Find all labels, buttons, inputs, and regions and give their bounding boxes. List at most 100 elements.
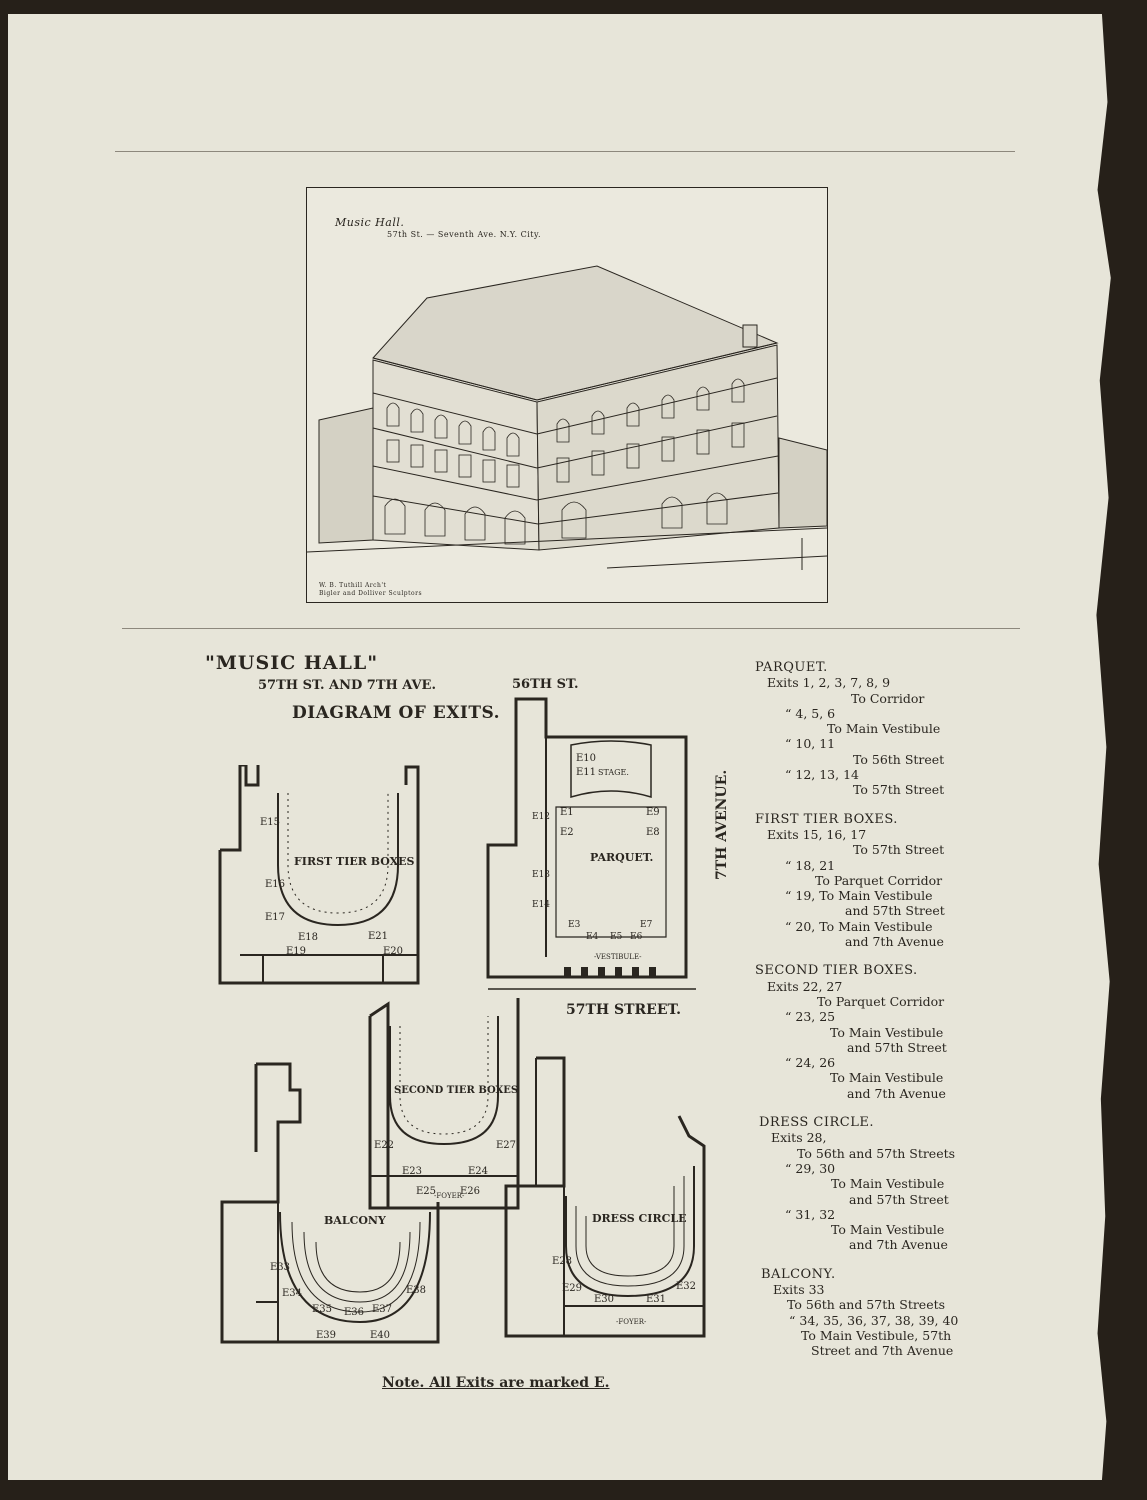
legend-line: and 57th Street (849, 1191, 949, 1207)
exit-e39: E39 (316, 1330, 336, 1341)
engraving-credit-architect: W. B. Tuthill Arch't (319, 582, 387, 589)
legend-line: To Main Vestibule (831, 1176, 945, 1192)
legend-second-tier: SECOND TIER BOXES. Exits 22, 27 To Parqu… (755, 963, 955, 1101)
exit-e10: E10 (576, 753, 596, 764)
legend-line: To Main Vestibule (831, 1222, 945, 1238)
legend-line: Street and 7th Avenue (811, 1343, 954, 1359)
legend-line: “ 18, 21 (785, 857, 836, 873)
legend-line: To Main Vestibule (827, 721, 941, 737)
legend-line: Exits 28, (771, 1130, 827, 1146)
plan-dress-circle: DRESS CIRCLE E28 E29 E30 E31 E32 -FOYER- (504, 1056, 708, 1340)
exit-e9: E9 (646, 807, 660, 818)
top-divider (115, 151, 1015, 152)
exit-e29: E29 (562, 1283, 582, 1294)
legend-line: and 57th Street (847, 1039, 947, 1055)
legend-line: To Main Vestibule (830, 1070, 944, 1086)
legend-line: and 57th Street (845, 903, 945, 919)
exit-e7: E7 (640, 920, 653, 930)
exit-e12: E12 (532, 812, 550, 822)
vestibule-label: -VESTIBULE- (594, 953, 642, 961)
exit-e17: E17 (265, 912, 285, 923)
exit-e24: E24 (468, 1166, 488, 1177)
legend-line: “ 29, 30 (785, 1160, 836, 1176)
exit-e16: E16 (265, 879, 285, 890)
legend-line: To 56th and 57th Streets (797, 1145, 956, 1161)
foyer-label-dress: -FOYER- (616, 1318, 647, 1326)
exit-e25: E25 (416, 1186, 436, 1197)
legend-line: and 7th Avenue (849, 1237, 948, 1253)
exit-e8: E8 (646, 827, 660, 838)
exit-e34: E34 (282, 1288, 302, 1299)
exit-e1: E1 (560, 807, 574, 818)
legend-line: To Main Vestibule, 57th (801, 1327, 952, 1343)
plan-first-tier-boxes: FIRST TIER BOXES E15 E16 E17 E18 E19 E21… (218, 765, 422, 985)
exit-e35: E35 (312, 1304, 332, 1315)
exit-e21: E21 (368, 931, 388, 942)
exit-e37: E37 (372, 1304, 392, 1315)
street-57th: 57TH STREET. (566, 1002, 681, 1018)
legend-line: To Parquet Corridor (817, 993, 945, 1009)
legend-first-tier-title: FIRST TIER BOXES. (755, 811, 898, 827)
legend-line: Exits 1, 2, 3, 7, 8, 9 (767, 675, 891, 691)
legend-line: To Main Vestibule (830, 1024, 944, 1040)
legend-line: To 57th Street (853, 842, 945, 858)
legend-line: “ 4, 5, 6 (785, 705, 836, 721)
legend-line: and 7th Avenue (847, 1085, 946, 1101)
legend-balcony: BALCONY. Exits 33 To 56th and 57th Stree… (755, 1266, 959, 1359)
exit-e13: E13 (532, 870, 550, 880)
legend-line: “ 10, 11 (785, 736, 836, 752)
second-tier-name: SECOND TIER BOXES (394, 1085, 518, 1096)
engraving-credit-sculptors: Bigler and Dolliver Sculptors (319, 590, 423, 597)
balcony-name: BALCONY (324, 1214, 386, 1227)
legend-line: “ 20, To Main Vestibule (785, 918, 933, 934)
exit-e2: E2 (560, 827, 574, 838)
exit-e33: E33 (270, 1262, 290, 1273)
exit-e20: E20 (383, 946, 403, 957)
legend-line: and 7th Avenue (845, 934, 944, 950)
legend-first-tier: FIRST TIER BOXES. Exits 15, 16, 17 To 57… (755, 812, 955, 950)
legend-line: “ 24, 26 (785, 1055, 836, 1071)
diagram-heading: DIAGRAM OF EXITS. (292, 703, 501, 723)
legend-parquet: PARQUET. Exits 1, 2, 3, 7, 8, 9 To Corri… (755, 660, 955, 798)
legend-line: Exits 15, 16, 17 (767, 826, 867, 842)
exit-e5: E5 (610, 932, 623, 942)
exit-e3: E3 (568, 920, 581, 930)
legend-parquet-title: PARQUET. (755, 660, 828, 675)
exit-e22: E22 (374, 1140, 394, 1151)
street-56th: 56TH ST. (512, 677, 579, 692)
legend-line: To Corridor (851, 690, 925, 706)
dress-circle-name: DRESS CIRCLE (592, 1212, 686, 1225)
stage-label: STAGE. (598, 768, 629, 777)
legend-balcony-title: BALCONY. (761, 1266, 836, 1282)
foyer-label-second: -FOYER- (434, 1192, 465, 1200)
legend-line: To 56th Street (853, 751, 945, 767)
exit-e27: E27 (496, 1140, 516, 1151)
legend-line: Exits 33 (773, 1281, 825, 1297)
building-drawing (307, 265, 827, 570)
exit-e36: E36 (344, 1307, 364, 1318)
legend-line: “ 12, 13, 14 (785, 767, 859, 783)
legend-line: “ 34, 35, 36, 37, 38, 39, 40 (789, 1312, 959, 1328)
legend-line: To 56th and 57th Streets (787, 1297, 946, 1313)
exit-e40: E40 (370, 1330, 390, 1341)
music-hall-engraving: Music Hall. 57th St. — Seventh Ave. N.Y.… (306, 187, 828, 603)
engraving-caption-sub: 57th St. — Seventh Ave. N.Y. City. (387, 230, 541, 239)
exit-e38: E38 (406, 1285, 426, 1296)
exit-e32: E32 (676, 1281, 696, 1292)
legend-dress-circle: DRESS CIRCLE. Exits 28, To 56th and 57th… (755, 1115, 955, 1253)
middle-divider (122, 628, 1020, 629)
legend-line: To 57th Street (853, 782, 945, 798)
exit-e31: E31 (646, 1294, 666, 1305)
exit-e4: E4 (586, 932, 599, 942)
exit-e6: E6 (630, 932, 643, 942)
plan-balcony: BALCONY E33 E34 E35 E36 E37 E38 E39 E40 (220, 1062, 442, 1344)
exit-e28: E28 (552, 1256, 572, 1267)
plan-parquet: E10 E11 STAGE. E1 E2 E9 E8 E12 E13 E14 P… (486, 697, 704, 993)
legend-line: To Parquet Corridor (815, 872, 943, 888)
legend-line: “ 31, 32 (785, 1206, 836, 1222)
exit-e11: E11 (576, 767, 596, 778)
plan-second-tier-boxes: SECOND TIER BOXES E22 E23 E24 E27 E25 E2… (368, 996, 524, 1210)
exit-e15: E15 (260, 817, 280, 828)
exit-e19: E19 (286, 946, 306, 957)
exits-legend: PARQUET. Exits 1, 2, 3, 7, 8, 9 To Corri… (755, 660, 959, 1359)
